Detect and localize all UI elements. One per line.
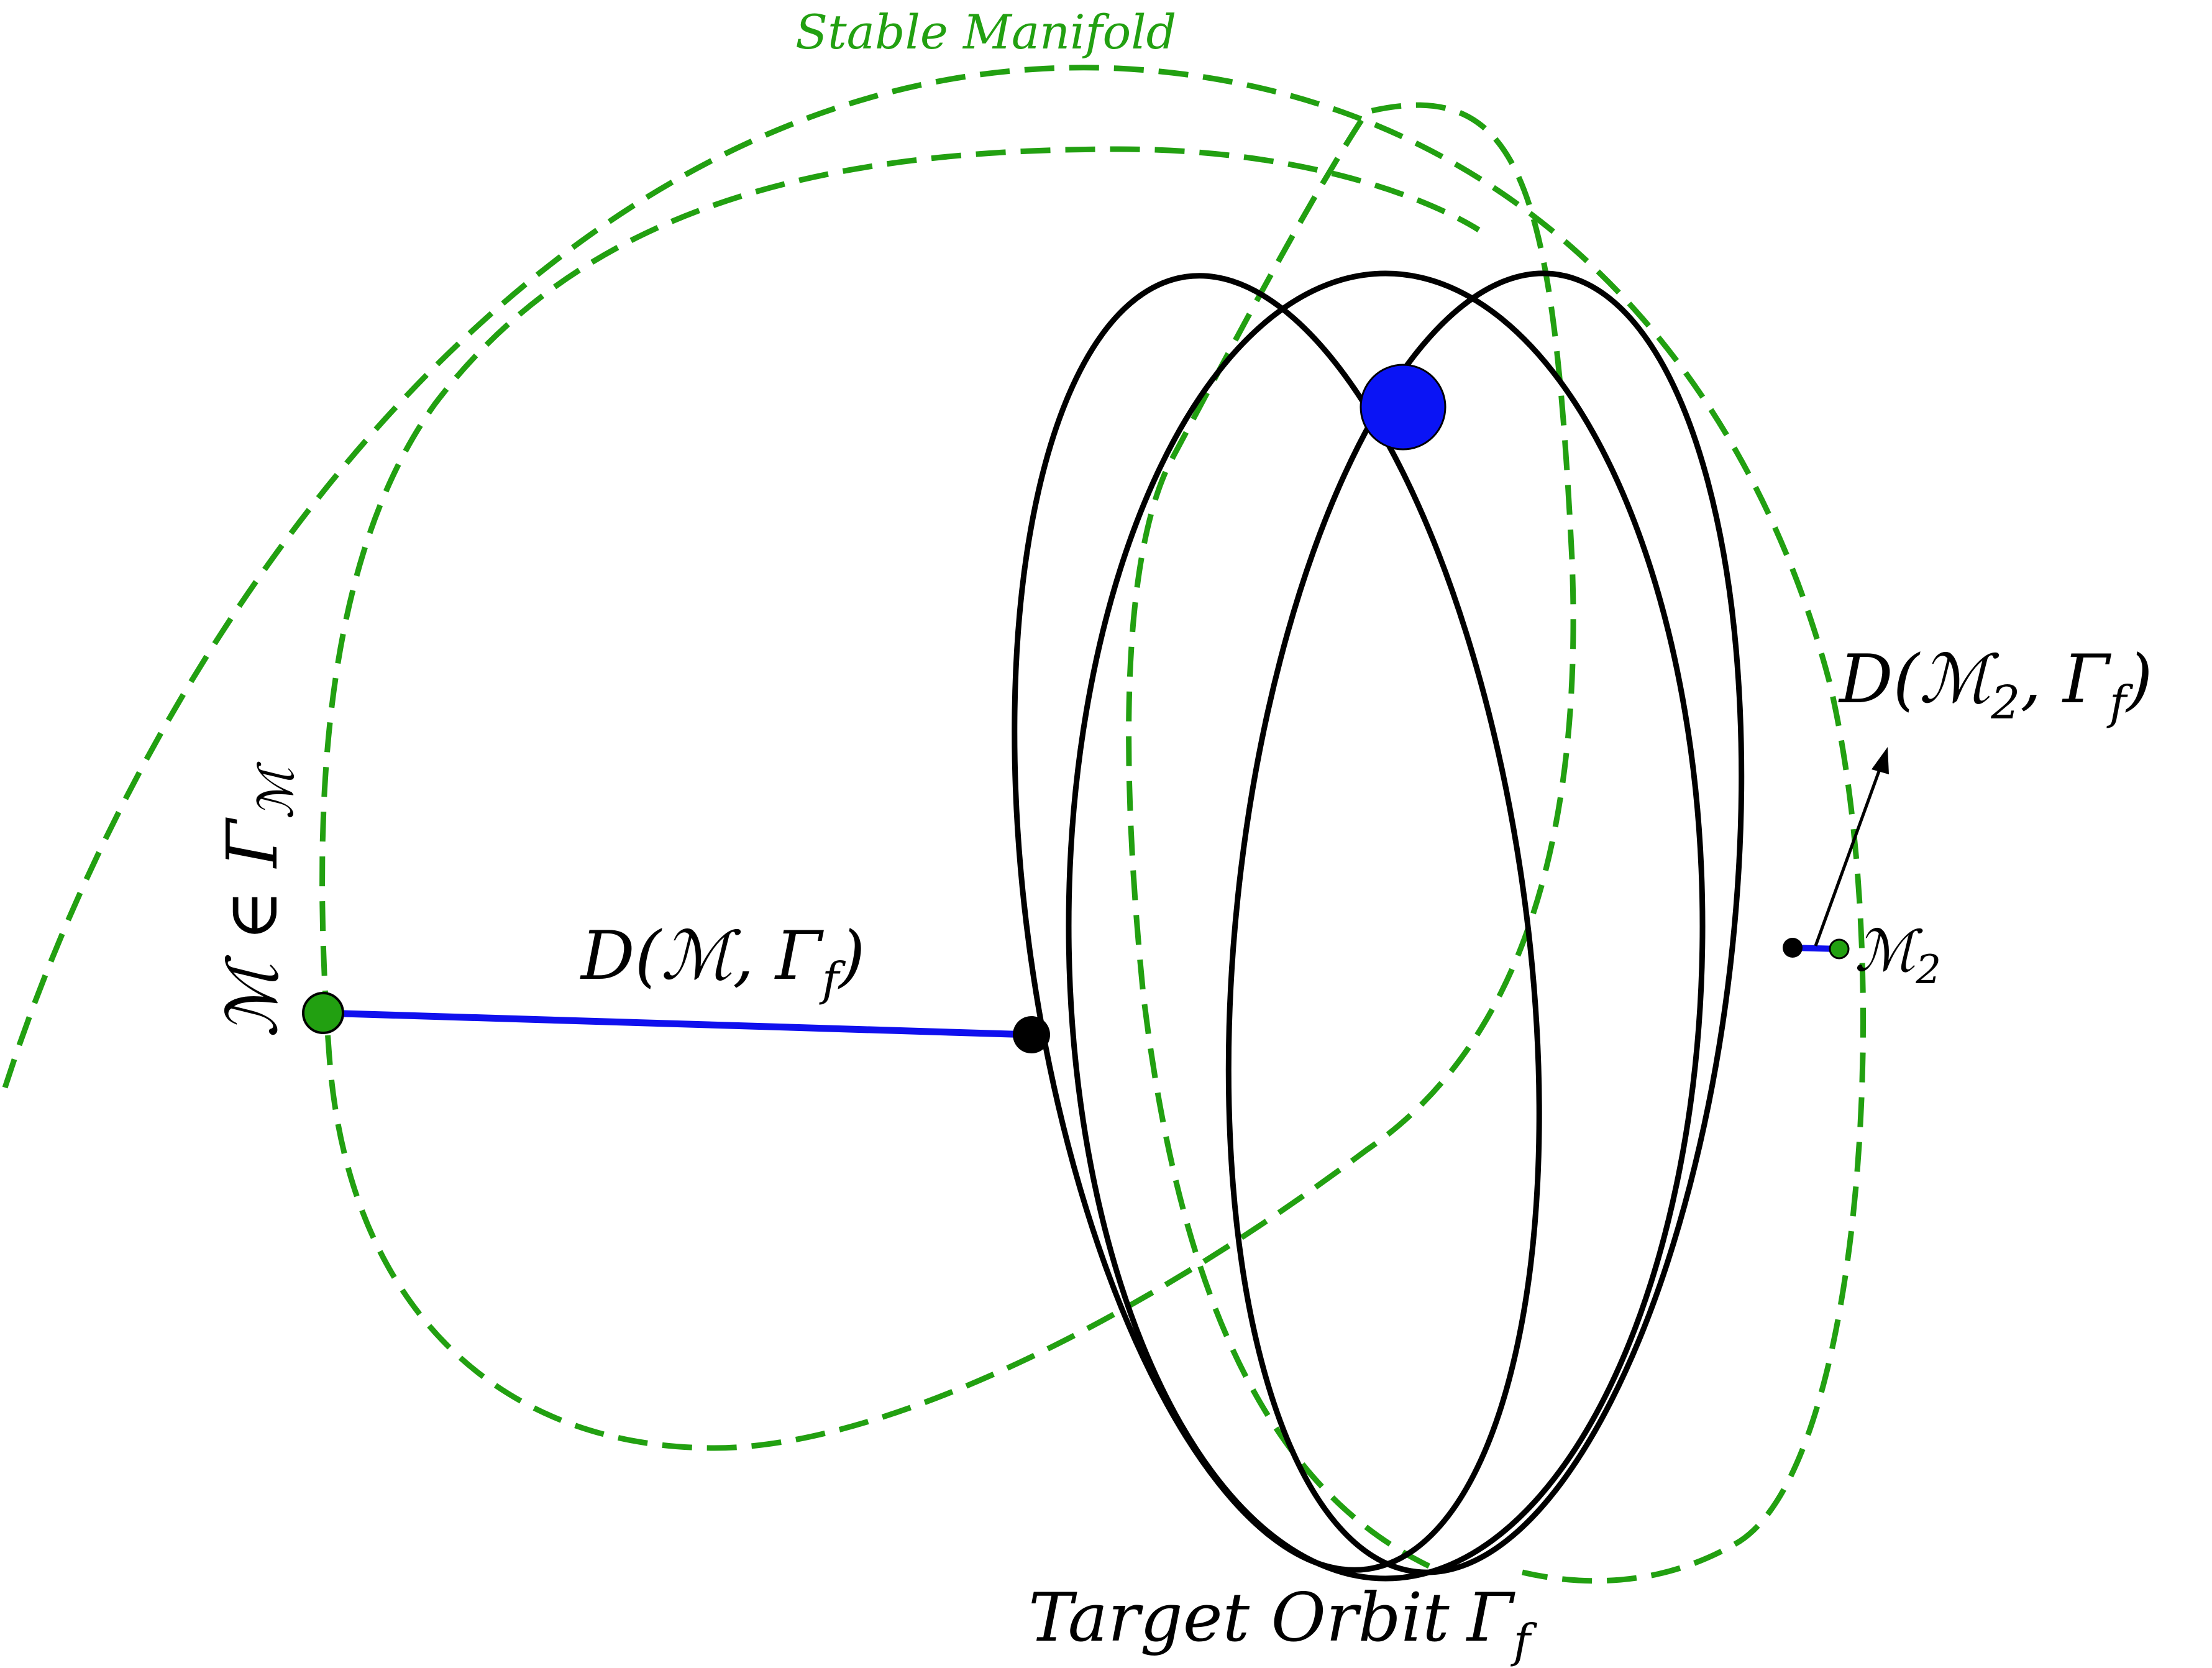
central-body [1360, 364, 1446, 451]
membership-label: ℳ ∈ Γℳ [213, 761, 304, 1038]
manifold-point-m2 [1829, 938, 1850, 960]
label-arrow-m2 [1814, 764, 1883, 946]
stable-manifold-inner-loop [319, 102, 1576, 1569]
manifold-point-m [302, 992, 344, 1034]
distance-m2-label: D(ℳ2, Γf) [1838, 641, 2152, 730]
point-m2-label: ℳ2 [1855, 918, 1941, 993]
target-orbit-loop-3 [1225, 270, 1745, 1575]
orbit-point-closest [1013, 1016, 1050, 1053]
stable-manifold-label: Stable Manifold [795, 4, 1176, 60]
distance-main-label: D(ℳ, Γf) [580, 917, 865, 1006]
label-arrow-head-m2 [1872, 747, 1889, 774]
target-orbit-loop-2 [1066, 270, 1706, 1582]
target-orbit-loop-1 [1012, 273, 1542, 1573]
distance-line-main [322, 1009, 1032, 1038]
stable-manifold-outer-arc [2, 65, 1867, 1584]
orbit-point-m2 [1783, 938, 1803, 958]
